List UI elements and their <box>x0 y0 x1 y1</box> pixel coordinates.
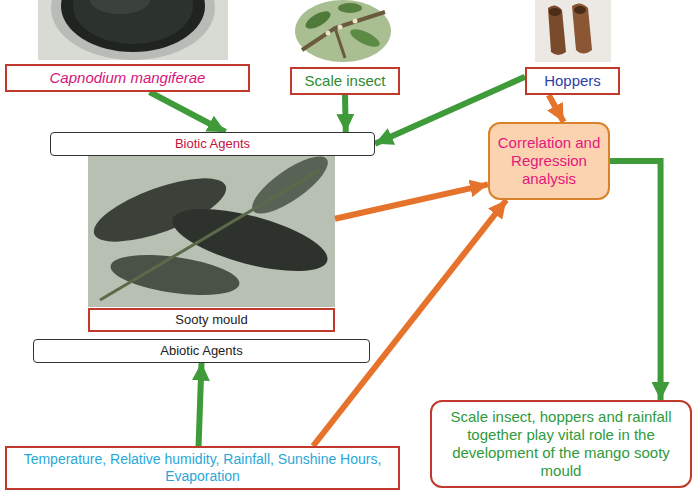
flow-arrow <box>549 95 564 122</box>
organism-box: Scale insect <box>290 67 400 95</box>
node-label: Scale insect, hoppers and rainfall toget… <box>438 408 684 480</box>
node-label: Scale insect <box>305 72 386 90</box>
flow-arrow <box>610 161 661 400</box>
node-label: Temperature, Relative humidity, Rainfall… <box>13 451 392 485</box>
flow-arrow <box>335 184 488 218</box>
organism-box: Capnodium mangiferae <box>5 64 250 92</box>
group-box: Abiotic Agents <box>33 339 370 363</box>
node-label: Correlation and Regression analysis <box>496 134 602 188</box>
node-label: Hoppers <box>544 72 601 90</box>
node-label: Abiotic Agents <box>160 343 242 359</box>
flow-arrow <box>342 95 349 132</box>
organism-box: Hoppers <box>525 67 620 95</box>
scale-insect-photo <box>295 0 391 62</box>
sooty-mould-photo <box>87 147 336 307</box>
process-box: Correlation and Regression analysis <box>488 122 610 200</box>
node-label: Capnodium mangiferae <box>50 69 206 87</box>
factor-box: Temperature, Relative humidity, Rainfall… <box>5 446 400 490</box>
hoppers-photo <box>535 0 611 62</box>
flow-arrow <box>150 92 226 132</box>
flow-arrow <box>199 363 202 446</box>
result-box: Scale insect, hoppers and rainfall toget… <box>430 400 692 488</box>
node-label: Biotic Agents <box>175 136 250 152</box>
petri-dish-photo <box>38 0 228 60</box>
photo-box: Sooty mould <box>88 155 335 332</box>
group-box: Biotic Agents <box>50 132 375 156</box>
node-label: Sooty mould <box>88 308 335 332</box>
